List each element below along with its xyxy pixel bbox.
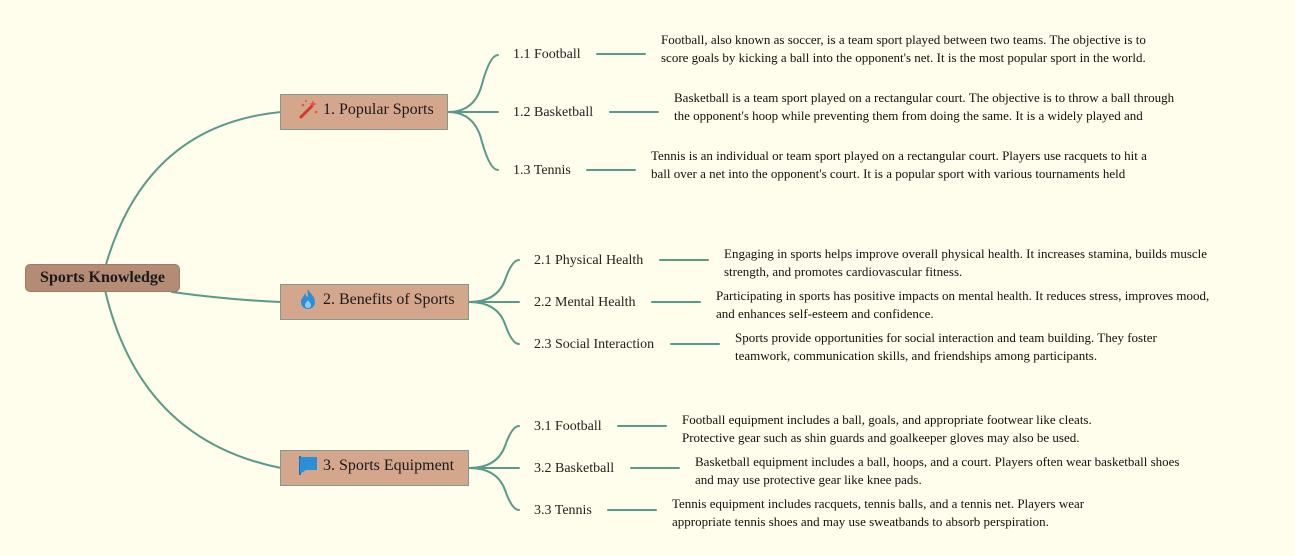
- leaf-node-basketball-equipment[interactable]: 3.2 Basketball: [534, 461, 615, 476]
- connector-branch-3-leaf-3: [468, 467, 520, 511]
- description-tennis-equipment: Tennis equipment includes racquets, tenn…: [672, 496, 1085, 529]
- description-tennis: Tennis is an individual or team sport pl…: [651, 148, 1147, 181]
- leaf-node-tennis[interactable]: 1.3 Tennis: [513, 163, 571, 178]
- connector-branch-2-leaf-3: [468, 301, 520, 345]
- leaf-node-tennis-equipment[interactable]: 3.3 Tennis: [534, 503, 592, 518]
- description-football: Football, also known as soccer, is a tea…: [661, 32, 1146, 65]
- connector-branch-1-leaf-3: [447, 111, 499, 171]
- description-physical-health: Engaging in sports helps improve overall…: [724, 246, 1208, 279]
- branch-label: 1. Popular Sports: [323, 101, 434, 118]
- description-football-equipment: Football equipment includes a ball, goal…: [682, 412, 1092, 445]
- branch-label: 2. Benefits of Sports: [323, 291, 455, 308]
- description-social-interaction: Sports provide opportunities for social …: [735, 330, 1157, 363]
- connector-branch-3-leaf-1: [468, 425, 520, 469]
- leaf-node-football-equipment[interactable]: 3.1 Football: [534, 419, 602, 434]
- leaf-node-mental-health[interactable]: 2.2 Mental Health: [534, 295, 636, 310]
- connector-root-branch-1: [104, 111, 282, 269]
- description-basketball: Basketball is a team sport played on a r…: [674, 90, 1175, 123]
- root-node[interactable]: Sports Knowledge: [25, 264, 180, 292]
- branch-node-benefits-of-sports[interactable]: 2. Benefits of Sports: [280, 284, 469, 320]
- branch-label: 3. Sports Equipment: [323, 457, 455, 474]
- connector-root-branch-3: [104, 289, 282, 469]
- branch-node-popular-sports[interactable]: 1. Popular Sports: [280, 94, 448, 130]
- description-basketball-equipment: Basketball equipment includes a ball, ho…: [695, 454, 1180, 487]
- flame-icon: [297, 288, 319, 310]
- branch-node-sports-equipment[interactable]: 3. Sports Equipment: [280, 450, 469, 486]
- connector-branch-1-leaf-1: [447, 54, 499, 113]
- leaf-node-football[interactable]: 1.1 Football: [513, 47, 581, 62]
- leaf-node-physical-health[interactable]: 2.1 Physical Health: [534, 253, 644, 268]
- leaf-node-basketball[interactable]: 1.2 Basketball: [513, 105, 594, 120]
- magic-wand-icon: [297, 98, 319, 120]
- connector-root-branch-2: [171, 291, 282, 303]
- flag-icon: [297, 454, 319, 476]
- connector-branch-2-leaf-1: [468, 259, 520, 303]
- leaf-node-social-interaction[interactable]: 2.3 Social Interaction: [534, 337, 655, 352]
- description-mental-health: Participating in sports has positive imp…: [716, 288, 1210, 321]
